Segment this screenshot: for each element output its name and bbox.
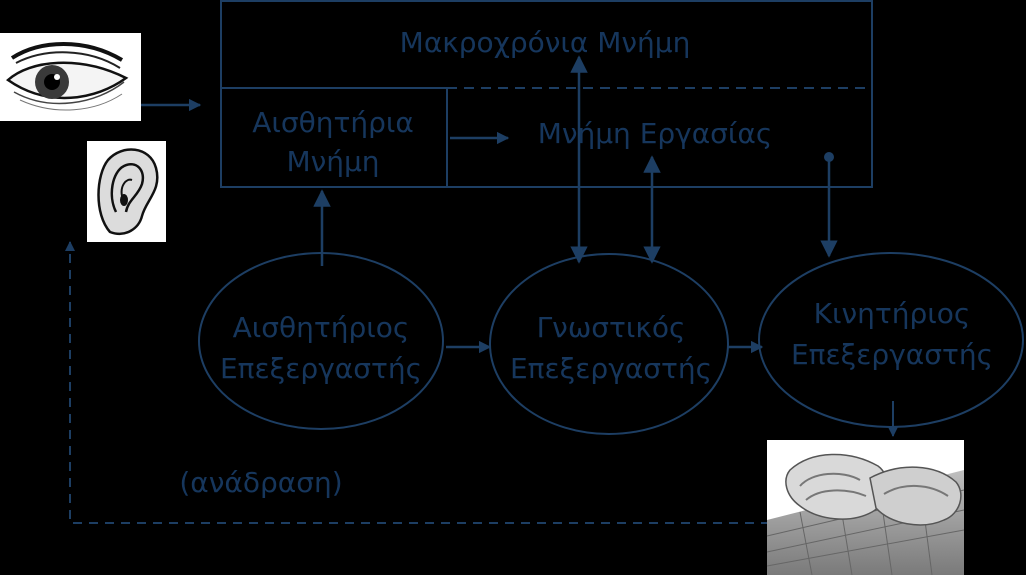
long-term-memory-label: Μακροχρόνια Μνήμη: [400, 26, 691, 59]
feedback-label: (ανάδραση): [179, 466, 342, 499]
perceptual-processor-label-line2: Επεξεργαστής: [220, 352, 422, 385]
motor-processor-label-line1: Κινητήριος: [814, 297, 971, 330]
perceptual-processor-label-line1: Αισθητήριος: [233, 311, 410, 344]
cognitive-processor-ellipse: [489, 253, 729, 435]
ear-icon: [87, 141, 166, 242]
cognitive-processor-label-line1: Γνωστικός: [537, 311, 686, 344]
typing-hands-icon: [766, 440, 965, 575]
sensory-memory-label-line2: Μνήμη: [286, 145, 379, 178]
motor-processor-label-line2: Επεξεργαστής: [791, 338, 993, 371]
cognitive-processor-label-line2: Επεξεργαστής: [510, 352, 712, 385]
working-memory-output-dot: [824, 152, 834, 162]
eye-icon: [0, 33, 141, 121]
working-memory-label: Μνήμη Εργασίας: [538, 117, 773, 150]
memory-block: [220, 0, 873, 188]
memory-outer-box: [220, 0, 873, 188]
sensory-memory-label-line1: Αισθητήρια: [252, 106, 414, 139]
feedback-dashed-path: [65, 241, 786, 524]
